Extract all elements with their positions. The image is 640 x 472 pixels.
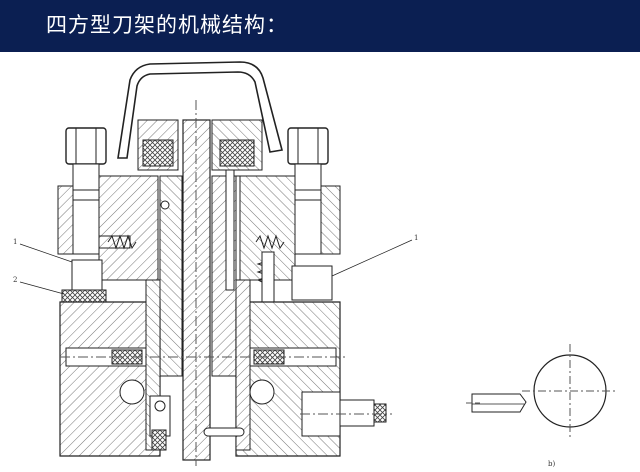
right-spring [255, 234, 285, 250]
label-view-b: b) [548, 460, 555, 468]
title-bar: 四方型刀架的机械结构： [0, 0, 640, 52]
inner-sleeve-left [159, 175, 183, 377]
bearing-left [119, 379, 145, 405]
leader-2-left [19, 281, 65, 295]
left-bolt-shank [72, 163, 100, 255]
lower-body [59, 301, 161, 457]
right-bolt-head [287, 127, 329, 165]
base-lever [203, 427, 245, 437]
slide-title: 四方型刀架的机械结构： [46, 13, 288, 37]
leader-1-left [19, 243, 73, 263]
part-2-plate [61, 289, 107, 303]
pin-rod [225, 169, 235, 291]
left-spring [107, 234, 137, 250]
right-bolt-shank [294, 163, 322, 255]
mechanical-drawing: 1 2 1 b) [13, 61, 618, 468]
bottom-stud [151, 429, 167, 451]
shaft-end [373, 403, 387, 423]
label-part-2-left: 2 [13, 276, 17, 284]
small-ball [160, 200, 170, 210]
leader-1-right [331, 239, 413, 277]
upper-body-right [320, 185, 341, 255]
bearing-right [249, 379, 275, 405]
drive-shaft [339, 399, 375, 427]
top-coil-left [142, 139, 174, 167]
part-1-left-block [71, 259, 103, 291]
label-part-1-left: 1 [13, 238, 17, 246]
lower-collar-right [235, 279, 251, 451]
part-1-right-block [291, 265, 333, 301]
label-part-1-right: 1 [414, 234, 418, 242]
top-coil-right [219, 139, 255, 167]
upper-body-left [57, 185, 74, 255]
left-bolt-head [65, 127, 107, 165]
view-b-tool [471, 393, 527, 413]
top-cover [117, 61, 283, 159]
